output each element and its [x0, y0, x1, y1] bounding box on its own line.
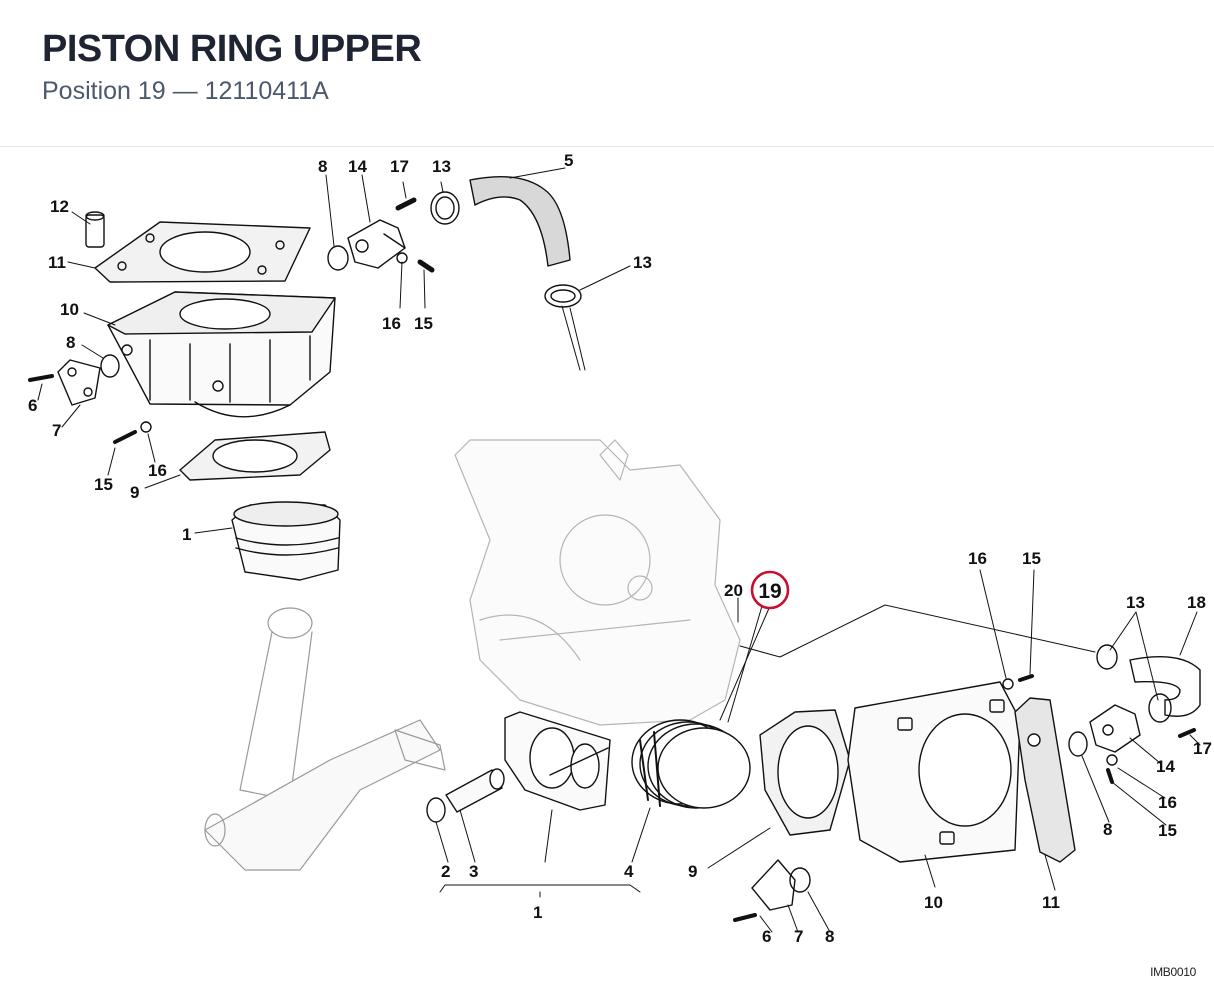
callout-15: 15: [94, 475, 113, 494]
hose-18: [1129, 655, 1201, 717]
callout-15: 15: [1022, 549, 1041, 568]
callout-16: 16: [968, 549, 987, 568]
callout-6: 6: [762, 927, 771, 946]
callout-6: 6: [28, 396, 37, 415]
callout-16: 16: [382, 314, 401, 333]
crankcase: [454, 439, 741, 726]
callout-4: 4: [624, 862, 634, 881]
hose-clamp-top: [430, 191, 460, 225]
leader-lines: [37, 167, 1201, 933]
callout-8: 8: [66, 333, 75, 352]
callout-13: 13: [432, 157, 451, 176]
callout-16: 16: [148, 461, 167, 480]
callout-11: 11: [48, 253, 66, 272]
callout-10: 10: [60, 300, 79, 319]
flange-bottom: [733, 859, 811, 922]
callout-17: 17: [1193, 739, 1212, 758]
callout-5: 5: [564, 151, 573, 170]
callout-14: 14: [348, 157, 367, 176]
flange-left: [28, 359, 101, 406]
callout-1: 1: [182, 525, 191, 544]
cylinder-lower: [847, 681, 1021, 863]
screw-top: [395, 197, 435, 273]
callout-20: 20: [724, 581, 743, 600]
piston-pin-3: [445, 768, 505, 813]
head-gasket-upper: [94, 221, 311, 283]
callout-10: 10: [924, 893, 943, 912]
hose-clamps-right: [1096, 644, 1172, 723]
base-gasket-lower: [759, 709, 851, 836]
callout-15: 15: [1158, 821, 1177, 840]
callout-15: 15: [414, 314, 433, 333]
dowel-pin: [85, 211, 105, 248]
hose-clamp-mid: [544, 284, 586, 371]
page-subtitle: Position 19 — 12110411A: [42, 77, 329, 105]
circlip-2: [426, 797, 446, 823]
callout-8: 8: [1103, 820, 1112, 839]
callout-2: 2: [441, 862, 450, 881]
callout-labels: 8 14 17 13 5 12 11 13 16 15 10 8 6 7 15 …: [28, 151, 1212, 946]
callout-11: 11: [1042, 893, 1060, 912]
o-ring-left: [100, 354, 120, 378]
callout-1: 1: [533, 903, 542, 922]
highlight-ring: [750, 570, 790, 610]
o-ring-top: [327, 245, 349, 271]
o-ring-right: [1068, 731, 1088, 757]
callout-3: 3: [469, 862, 478, 881]
exploded-parts-diagram: 8 14 17 13 5 12 11 13 16 15 10 8 6 7 15 …: [28, 151, 1212, 946]
callout-13: 13: [1126, 593, 1145, 612]
callout-9: 9: [688, 862, 697, 881]
coolant-hose-5: [469, 175, 571, 267]
highlighted-callout-19[interactable]: 19: [750, 570, 790, 610]
callout-7: 7: [52, 421, 61, 440]
flange-right: [1089, 704, 1141, 753]
callout-12: 12: [50, 197, 69, 216]
screw-washer-right: [1002, 674, 1196, 784]
side-cover-11: [1014, 697, 1076, 863]
highlight-label: 19: [758, 580, 781, 603]
screw-washer-left: [113, 421, 152, 444]
base-gasket-upper: [179, 431, 331, 481]
flange-top: [347, 219, 406, 269]
piston-rings-19: [631, 719, 751, 809]
callout-14: 14: [1156, 757, 1175, 776]
callout-16: 16: [1158, 793, 1177, 812]
piston-lower: [504, 711, 611, 811]
page-header: PISTON RING UPPER Position 19 — 12110411…: [0, 0, 1214, 147]
callout-9: 9: [130, 483, 139, 502]
image-reference-code: IMB0010: [1150, 965, 1196, 979]
page-title: PISTON RING UPPER: [42, 28, 422, 70]
piston-upper: [231, 501, 341, 581]
crankshaft-conrod: [204, 607, 446, 871]
callout-18: 18: [1187, 593, 1206, 612]
callout-8: 8: [318, 157, 327, 176]
cylinder-upper: [107, 291, 336, 418]
callout-7: 7: [794, 927, 803, 946]
callout-17: 17: [390, 157, 409, 176]
callout-13: 13: [633, 253, 652, 272]
callout-8: 8: [825, 927, 834, 946]
